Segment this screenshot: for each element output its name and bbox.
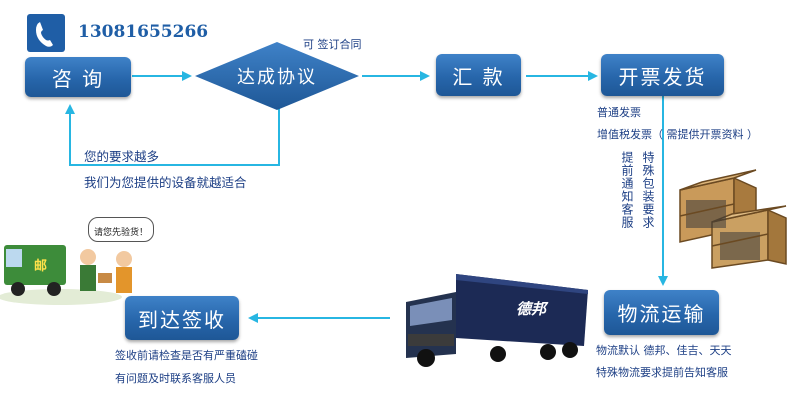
note-invoice-line1: 普通发票: [597, 106, 641, 119]
step-logistics: 物流运输: [604, 290, 719, 335]
note-contract: 可 签订合同: [303, 38, 362, 51]
note-special-packing: 特殊包装要求: [641, 151, 655, 229]
step-receive: 到达签收: [125, 296, 239, 340]
step-remit: 汇 款: [436, 54, 521, 96]
note-logistics-line1: 物流默认 德邦、佳吉、天天: [596, 344, 732, 357]
step-consult: 咨 询: [25, 57, 131, 97]
note-receive-line2: 有问题及时联系客服人员: [115, 372, 236, 385]
note-prior-notice: 提前通知客服: [620, 151, 634, 229]
arrow-feedback-loop: [65, 97, 280, 166]
speech-bubble-text: 请您先验货！: [94, 228, 149, 238]
note-receive-line1: 签收前请检查是否有严重磕碰: [115, 349, 258, 362]
step-agreement-diamond: 达成协议: [193, 40, 361, 112]
step-invoice-ship: 开票发货: [601, 54, 724, 96]
note-feedback-line2: 我们为您提供的设备就越适合: [84, 175, 247, 190]
delivery-scene-image: 邮 请您先验货！: [0, 205, 155, 305]
speech-bubble: 请您先验货！: [88, 217, 155, 242]
delivery-truck-image: 德邦: [398, 268, 590, 368]
note-invoice-line2: 增值税发票（ 需提供开票资料 ）: [597, 128, 758, 141]
phone-number[interactable]: 13081655266: [78, 22, 209, 42]
postal-van-label: 邮: [34, 259, 48, 274]
truck-brand-label: 德邦: [516, 300, 547, 318]
wooden-crates-image: [672, 160, 790, 270]
phone-icon: [27, 14, 65, 52]
step-agreement: 达成协议: [237, 67, 317, 88]
note-feedback-line1: 您的要求越多: [84, 149, 160, 164]
note-logistics-line2: 特殊物流要求提前告知客服: [596, 366, 728, 379]
